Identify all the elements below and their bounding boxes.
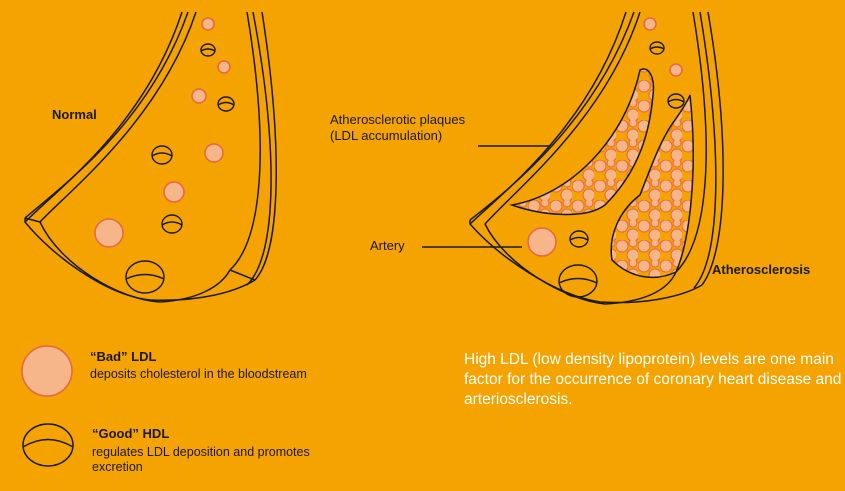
ldl-legend-desc: deposits cholesterol in the bloodstream	[90, 367, 420, 382]
atherosclerosis-label: Atherosclerosis	[712, 262, 810, 278]
plaques-label-line1: Atherosclerotic plaques	[330, 112, 465, 128]
artery-label: Artery	[370, 238, 405, 254]
hdl-legend-desc: regulates LDL deposition and promotes ex…	[92, 445, 337, 475]
plaques-label-line2: (LDL accumulation)	[330, 128, 465, 144]
ldl-legend-icon	[22, 346, 72, 396]
hdl-legend-icon	[23, 424, 73, 466]
normal-label: Normal	[52, 107, 97, 123]
plaques-label: Atherosclerotic plaques (LDL accumulatio…	[330, 112, 465, 144]
normal-particles	[95, 18, 234, 293]
ldl-legend-title: “Bad” LDL	[90, 349, 156, 364]
ldl-info-text: High LDL (low density lipoprotein) level…	[464, 350, 845, 410]
hdl-legend-title: “Good” HDL	[92, 426, 169, 441]
normal-artery	[25, 12, 276, 302]
plaque-upper	[512, 69, 653, 214]
